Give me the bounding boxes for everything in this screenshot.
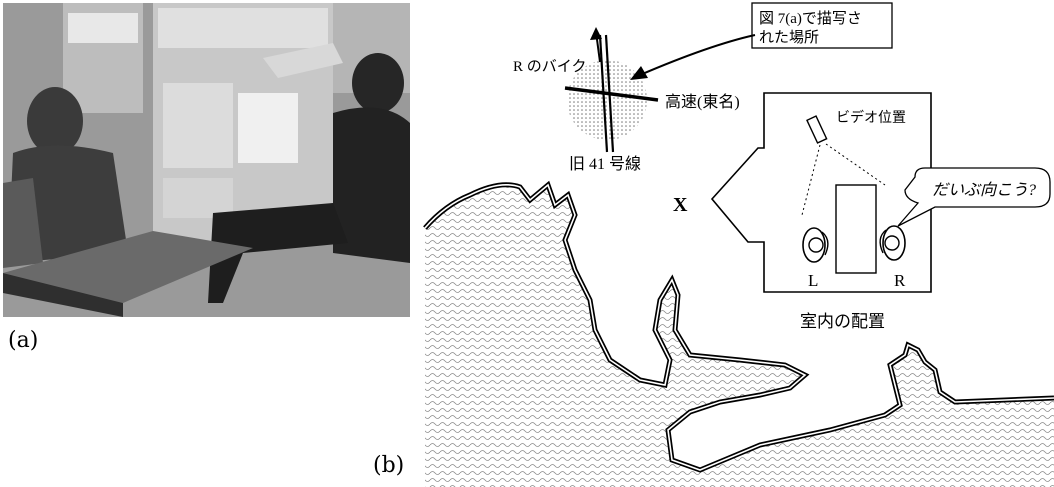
speech-bubble <box>897 167 1051 227</box>
speech-text: だいぶ向こう? <box>932 181 1036 199</box>
label-r-bike: R のバイク <box>513 58 586 75</box>
label-highway: 高速(東名) <box>665 93 740 111</box>
callout-line-1: 図 7(a)で描写さ <box>759 10 862 27</box>
caption-a: (a) <box>8 328 39 353</box>
caption-b: (b) <box>373 453 405 478</box>
callout-arrow-head <box>630 66 648 80</box>
video-camera <box>806 115 828 144</box>
table <box>835 184 877 274</box>
callout-box <box>751 2 893 49</box>
person-l <box>802 227 829 263</box>
label-room-layout: 室内の配置 <box>800 312 885 331</box>
label-l: L <box>808 271 818 290</box>
bike-arrow-head <box>590 27 602 40</box>
location-area <box>567 60 647 140</box>
person-r <box>879 225 906 261</box>
label-old-route: 旧 41 号線 <box>569 155 641 173</box>
sea-area <box>425 184 1054 487</box>
label-video-position: ビデオ位置 <box>836 109 906 126</box>
highway-road <box>564 86 659 102</box>
label-r: R <box>894 271 906 290</box>
interview-photo <box>3 3 410 317</box>
label-x: X <box>673 194 688 216</box>
callout-line-2: れた場所 <box>759 29 819 46</box>
